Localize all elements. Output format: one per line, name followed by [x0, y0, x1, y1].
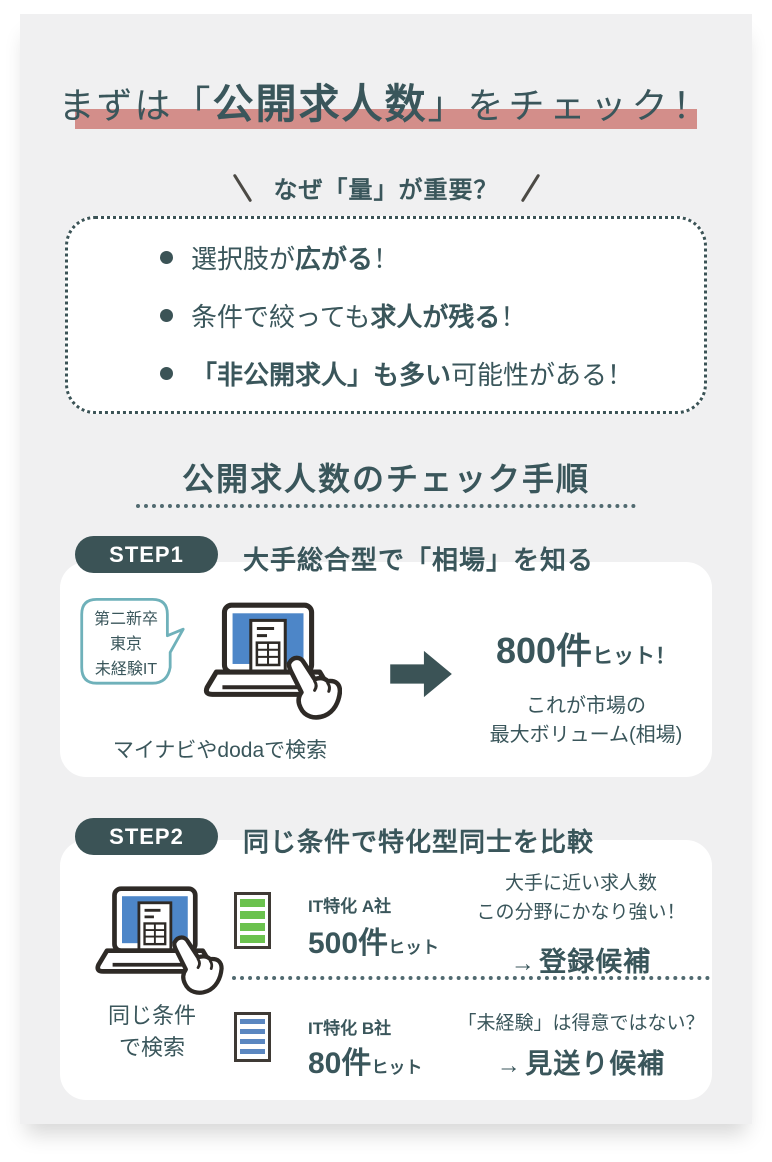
- company-b-name: IT特化 B社: [308, 1019, 392, 1038]
- caption-line: 同じ条件: [107, 1003, 196, 1028]
- step1-badge: STEP1: [75, 536, 218, 573]
- company-b-count: 80件ヒット: [308, 1047, 423, 1080]
- keyword-line: 未経験IT: [94, 660, 158, 678]
- step1-heading: 大手総合型で「相場」を知る: [243, 545, 595, 575]
- slash-left-icon: [232, 173, 252, 202]
- why-section-heading: なぜ「量」が重要？: [0, 170, 772, 205]
- company-a-name: IT特化 A社: [308, 897, 392, 916]
- company-a-verdict: → 登録候補: [510, 947, 652, 977]
- verdict-arrow: →: [510, 950, 535, 977]
- company-a-comment: 大手に近い求人数 この分野にかなり強い！: [450, 870, 712, 927]
- benefit-item: 条件で絞っても求人が残る！: [160, 297, 704, 334]
- why-heading-text: なぜ「量」が重要？: [273, 177, 499, 204]
- title-post: をチェック！: [467, 85, 714, 126]
- bullet-dot-icon: [160, 366, 173, 380]
- company-a-count: 500件ヒット: [308, 927, 440, 960]
- laptop-search-icon: [95, 886, 224, 995]
- bullet-dot-icon: [160, 250, 173, 264]
- title-emphasis: 公開求人数: [212, 81, 428, 127]
- step1-note: これが市場の 最大ボリューム(相場): [460, 692, 712, 750]
- benefit-text: 「非公開求人」も多い可能性がある！: [191, 359, 634, 390]
- comment-line: 「未経験」は得意ではない？: [457, 1013, 705, 1034]
- keyword-line: 東京: [109, 635, 142, 653]
- title-underline-bar: [75, 109, 697, 129]
- procedure-dotted-underline: [136, 504, 636, 508]
- caption-line: で検索: [118, 1034, 185, 1060]
- page-title: まずは「公開求人数」をチェック！: [0, 70, 772, 130]
- result-list-green-icon: [234, 892, 271, 949]
- company-b-verdict: → 見送り候補: [496, 1049, 666, 1079]
- benefit-text: 条件で絞っても求人が残る！: [191, 301, 527, 332]
- comment-line: 大手に近い求人数: [504, 873, 657, 894]
- benefit-text: 選択肢が広がる！: [191, 243, 400, 274]
- slash-right-icon: [520, 173, 540, 202]
- step1-caption: マイナビやdodaで検索: [112, 739, 328, 762]
- step2-heading: 同じ条件で特化型同士を比較: [243, 827, 595, 857]
- note-line: これが市場の: [526, 695, 646, 717]
- note-line: 最大ボリューム(相場): [489, 724, 683, 746]
- result-count: 800件: [495, 630, 593, 671]
- benefit-item: 選択肢が広がる！: [160, 239, 704, 276]
- benefits-box: 選択肢が広がる！ 条件で絞っても求人が残る！ 「非公開求人」も多い可能性がある！: [65, 216, 707, 414]
- step1-card: 第二新卒 東京 未経験IT マイナビやdodaで検索 800件ヒット！ これが市…: [60, 562, 712, 777]
- block-arrow-right-icon: [390, 650, 452, 698]
- speech-bubble-icon: [80, 597, 185, 685]
- step1-result: 800件ヒット！: [460, 622, 712, 674]
- search-keywords: 第二新卒 東京 未経験IT: [78, 608, 174, 682]
- comment-line: この分野にかなり強い！: [476, 901, 686, 923]
- laptop-search-icon: [203, 602, 342, 720]
- title-bracket-open: 「: [172, 85, 213, 127]
- step2-caption: 同じ条件 で検索: [62, 1000, 242, 1064]
- step2-badge: STEP2: [75, 818, 218, 855]
- result-suffix: ヒット！: [592, 645, 677, 668]
- company-b-comment: 「未経験」は得意ではない？: [450, 1010, 712, 1039]
- procedure-heading: 公開求人数のチェック手順: [181, 461, 590, 497]
- bullet-dot-icon: [160, 308, 173, 322]
- title-bracket-close: 」: [427, 85, 468, 127]
- step2-card: 同じ条件 で検索 IT特化 A社 500件ヒット 大手に近い求人数 この分野にか…: [60, 840, 712, 1100]
- verdict-arrow: →: [496, 1052, 521, 1079]
- result-list-blue-icon: [234, 1012, 271, 1062]
- dotted-divider: [232, 976, 710, 980]
- keyword-line: 第二新卒: [93, 611, 158, 628]
- title-pre: まずは: [58, 85, 173, 126]
- benefit-item: 「非公開求人」も多い可能性がある！: [160, 355, 704, 392]
